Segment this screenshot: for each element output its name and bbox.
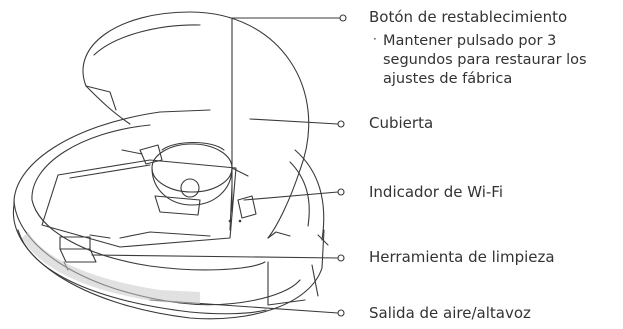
robot-cover — [82, 11, 310, 239]
leader-wifi — [243, 191, 339, 201]
leader-end-wifi — [337, 188, 345, 196]
leader-end-air — [337, 309, 345, 317]
label-cleaning-tool: Herramienta de limpieza — [369, 248, 555, 266]
leader-cover — [249, 118, 339, 125]
reset-note-line-3: ajustes de fábrica — [383, 71, 513, 87]
label-reset-button: Botón de restablecimiento — [369, 8, 568, 26]
reset-note-line-1: Mantener pulsado por 3 — [383, 33, 557, 49]
label-cover: Cubierta — [369, 114, 434, 132]
reset-note-line-2: segundos para restaurar los — [383, 52, 587, 68]
label-air-outlet: Salida de aire/altavoz — [369, 304, 531, 322]
note-bullet: · — [373, 32, 377, 46]
leader-end-reset — [339, 14, 347, 22]
label-wifi-indicator: Indicador de Wi-Fi — [369, 183, 503, 201]
leader-end-cover — [337, 120, 345, 128]
leader-tool — [91, 254, 339, 259]
reset-button-note: · Mantener pulsado por 3 segundos para r… — [373, 32, 587, 89]
leader-end-tool — [337, 254, 345, 262]
robot-body-top-rim — [13, 109, 211, 206]
speaker-grille — [22, 232, 200, 304]
